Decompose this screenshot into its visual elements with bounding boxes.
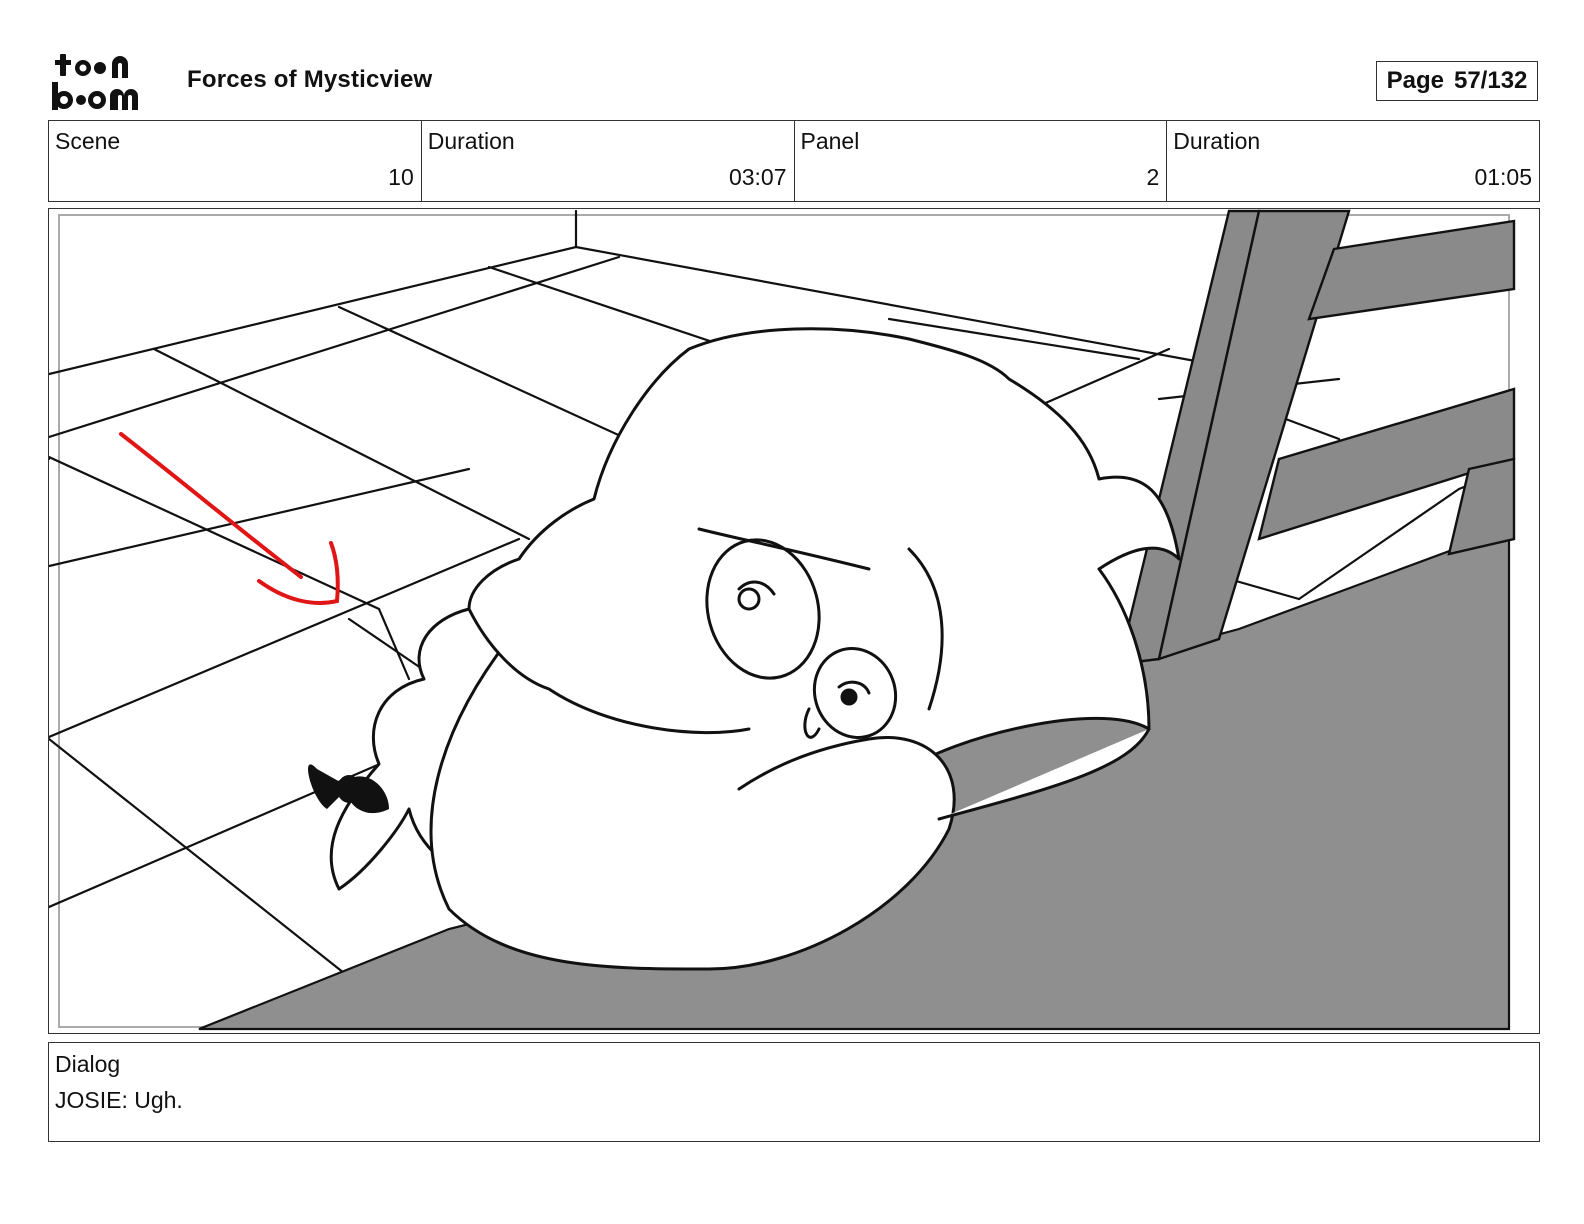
panel-duration-cell: Duration 01:05 (1167, 121, 1539, 201)
scene-label: Scene (55, 128, 121, 154)
panel-label: Panel (800, 128, 860, 154)
dialog-label: Dialog (55, 1051, 121, 1077)
scene-duration-label: Duration (427, 128, 515, 154)
scene-duration-cell: Duration 03:07 (422, 121, 795, 201)
storyboard-panel (48, 208, 1540, 1034)
dialog-text: JOSIE: Ugh. (55, 1087, 183, 1113)
panel-info-table: Scene 10 Duration 03:07 Panel 2 Duration… (48, 120, 1540, 202)
hair-bow (308, 764, 389, 814)
panel-duration-value: 01:05 (1474, 164, 1532, 190)
dialog-box: Dialog JOSIE: Ugh. (48, 1042, 1540, 1142)
panel-sketch (49, 209, 1516, 1031)
panel-duration-label: Duration (1173, 128, 1261, 154)
page-number: 57/132 (1453, 67, 1528, 94)
page-label: Page (1386, 67, 1444, 94)
panel-cell: Panel 2 (795, 121, 1168, 201)
panel-value: 2 (1146, 164, 1160, 190)
scene-cell: Scene 10 (49, 121, 422, 201)
scene-value: 10 (388, 164, 414, 190)
scene-duration-value: 03:07 (728, 164, 787, 190)
character-sketch (329, 327, 1181, 971)
toon-boom-logo (52, 54, 138, 110)
bench (1117, 209, 1516, 666)
document-title: Forces of Mysticview (187, 66, 433, 93)
page-indicator: Page 57/132 (1376, 61, 1538, 101)
direction-arrow (119, 432, 340, 605)
